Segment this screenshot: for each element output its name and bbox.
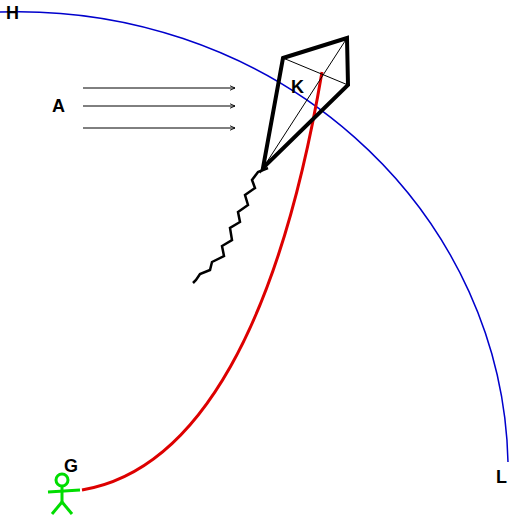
wind-arrow: [83, 88, 235, 89]
kite-shape: K: [255, 30, 355, 175]
letter-label: G: [64, 457, 78, 475]
kite-tail: [193, 168, 268, 283]
kite-label: K: [291, 78, 304, 96]
letter-label: L: [496, 468, 507, 486]
letter-label: H: [6, 4, 19, 22]
kite-string: [82, 72, 322, 490]
kite-outline: [255, 30, 355, 175]
trajectory-arc: [0, 12, 508, 462]
person-figure: [48, 474, 80, 514]
wind-arrow: [83, 128, 235, 129]
letter-label: A: [52, 97, 65, 115]
wind-arrow: [83, 106, 235, 107]
